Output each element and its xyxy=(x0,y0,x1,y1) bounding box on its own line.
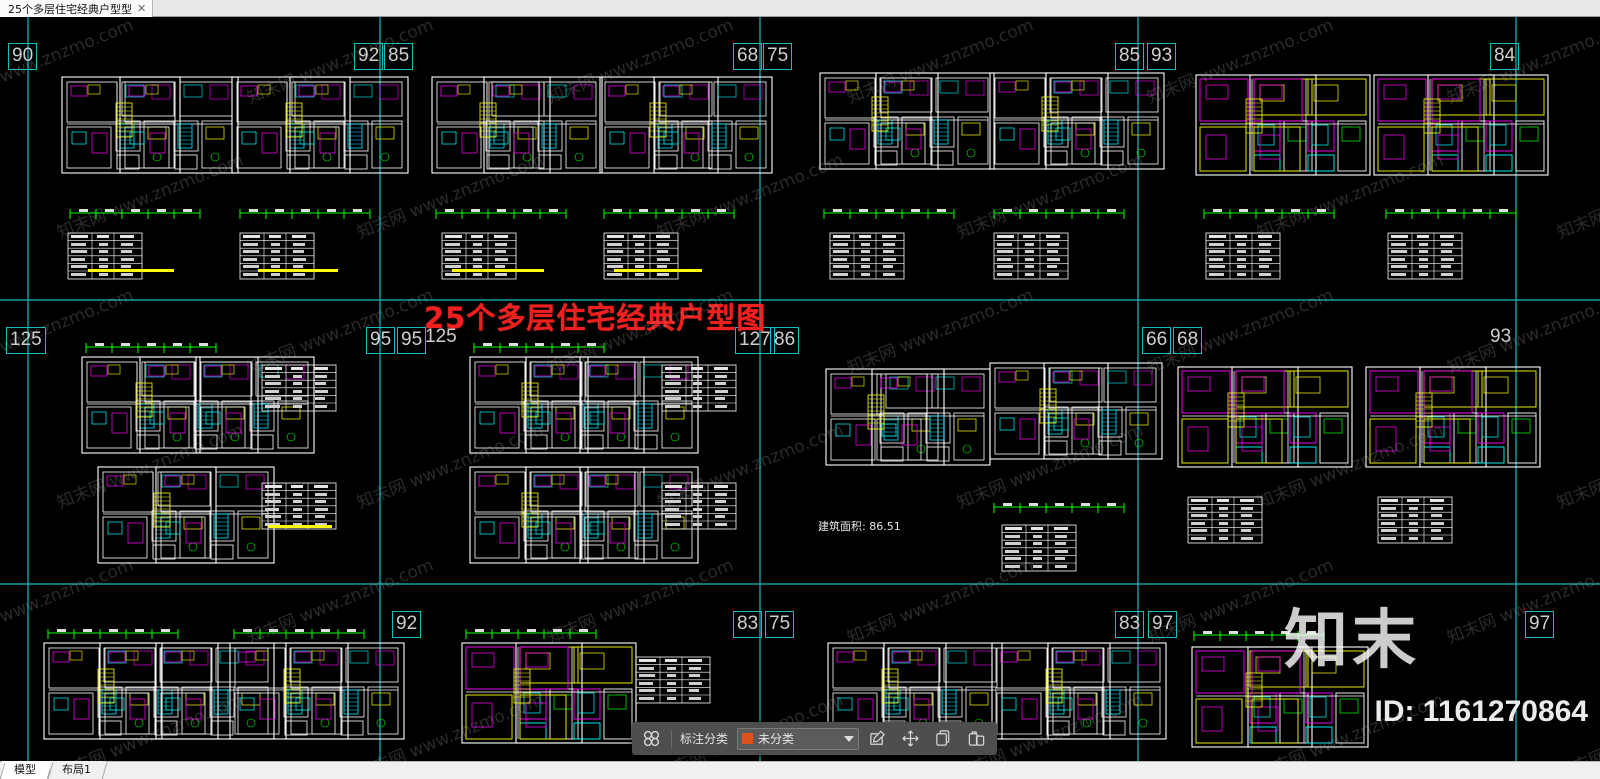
paste-annotation-button[interactable] xyxy=(962,726,991,751)
grid-number: 97 xyxy=(1148,611,1178,638)
grid-number: 86 xyxy=(770,327,800,354)
grid-number: 90 xyxy=(8,43,38,70)
grid-number: 68 xyxy=(733,43,763,70)
four-squares-icon[interactable] xyxy=(638,726,665,751)
grid-number: 125 xyxy=(6,327,46,354)
plan-group-row1 xyxy=(61,72,1549,280)
grid-number: 95 xyxy=(366,327,396,354)
grid-number: 97 xyxy=(1525,611,1555,638)
annotation-category-label: 标注分类 xyxy=(680,732,729,746)
edit-annotation-button[interactable] xyxy=(863,726,892,751)
sheet-title: 25个多层住宅经典户型图 xyxy=(424,301,767,335)
grid-number: 85 xyxy=(384,43,414,70)
plan-group-row2: 建筑面积: 86.51 xyxy=(81,342,1541,572)
grid-number: 127 xyxy=(735,327,775,354)
sheet-tab-strip[interactable]: 模型布局1 xyxy=(0,761,105,779)
grid-number: 92 xyxy=(392,611,422,638)
cad-drawing: 建筑面积: 86.51 xyxy=(0,17,1600,761)
grid-number: 75 xyxy=(765,611,795,638)
document-tab-bar: 25个多层住宅经典户型型 ✕ xyxy=(0,0,1600,17)
grid-number: 93 xyxy=(1490,326,1512,347)
document-tab[interactable]: 25个多层住宅经典户型型 ✕ xyxy=(0,0,154,17)
grid-number: 85 xyxy=(1115,43,1145,70)
grid-number: 95 xyxy=(397,327,427,354)
layout-grid xyxy=(0,17,1600,761)
category-color-swatch xyxy=(742,733,754,744)
move-annotation-button[interactable] xyxy=(896,726,925,751)
chevron-down-icon[interactable] xyxy=(844,735,855,742)
document-tab-label: 25个多层住宅经典户型型 xyxy=(8,2,132,16)
area-note: 建筑面积: 86.51 xyxy=(818,519,901,533)
grid-number: 83 xyxy=(733,611,763,638)
toolbar-divider-1 xyxy=(671,729,672,748)
sheet-tab-model[interactable]: 模型 xyxy=(2,761,50,779)
category-selected-value: 未分类 xyxy=(758,732,795,746)
grid-number: 125 xyxy=(425,326,457,347)
grid-number: 68 xyxy=(1173,327,1203,354)
copy-annotation-button[interactable] xyxy=(929,726,958,751)
annotation-category-select[interactable]: 未分类 xyxy=(737,727,860,750)
grid-number: 75 xyxy=(763,43,793,70)
close-icon[interactable]: ✕ xyxy=(137,2,147,15)
status-bar: 模型布局1 xyxy=(0,761,1600,779)
grid-number: 66 xyxy=(1142,327,1172,354)
sheet-tab-layout[interactable]: 布局1 xyxy=(50,761,105,779)
grid-number: 84 xyxy=(1490,43,1520,70)
grid-number: 93 xyxy=(1147,43,1177,70)
grid-number: 92 xyxy=(354,43,384,70)
grid-number: 83 xyxy=(1115,611,1145,638)
annotation-toolbar[interactable]: 标注分类 未分类 xyxy=(632,722,998,755)
drawing-canvas[interactable]: 建筑面积: 86.51 xyxy=(0,17,1600,761)
